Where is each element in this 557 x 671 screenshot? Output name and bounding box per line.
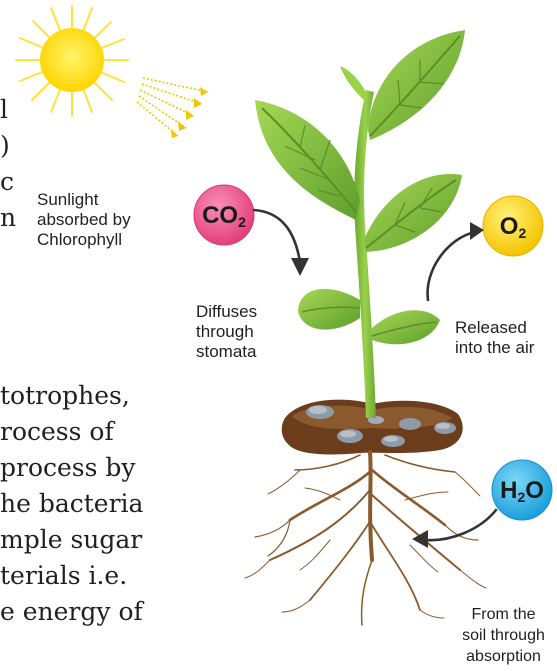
co2-molecule-circle bbox=[193, 184, 255, 246]
sunlight-line-1: Sunlight bbox=[37, 190, 99, 209]
bottom-text-fragment-1: totrophes, bbox=[0, 381, 130, 410]
co2-main-text: CO bbox=[202, 202, 239, 229]
co2-arrowhead bbox=[291, 258, 309, 276]
o2-main-text: O bbox=[499, 213, 519, 240]
sunlight-label: Sunlight absorbed by Chlorophyll bbox=[37, 190, 131, 250]
soil-line-3: absorption bbox=[466, 648, 541, 665]
o2-subscript: 2 bbox=[518, 225, 527, 241]
stomata-line-3: stomata bbox=[196, 342, 257, 361]
roots-icon bbox=[244, 450, 487, 626]
top-text-fragment-4: n bbox=[0, 203, 17, 232]
stomata-line-1: Diffuses bbox=[196, 302, 258, 321]
bottom-text-fragment-2: rocess of bbox=[0, 417, 114, 446]
released-line-1: Released bbox=[455, 318, 527, 337]
co2-subscript: 2 bbox=[238, 214, 246, 230]
bottom-text-fragment-7: e energy of bbox=[0, 597, 143, 626]
o2-arrow bbox=[426, 230, 477, 302]
sun-icon bbox=[15, 5, 129, 117]
released-line-2: into the air bbox=[455, 338, 535, 357]
h2o-arrow bbox=[422, 508, 498, 542]
h2o-molecule-circle bbox=[491, 459, 553, 521]
stones-icon bbox=[306, 405, 456, 447]
h2o-pre-text: H bbox=[500, 477, 518, 504]
plant-icon bbox=[255, 30, 465, 418]
stomata-line-2: through bbox=[196, 322, 254, 341]
top-text-fragment-2: ) bbox=[0, 131, 10, 160]
soil-line-1: From the bbox=[471, 606, 536, 623]
soil-label: From the soil through absorption bbox=[450, 604, 557, 667]
co2-arrow bbox=[252, 208, 302, 264]
bottom-text-fragment-5: mple sugar bbox=[0, 525, 143, 554]
o2-arrowhead bbox=[470, 222, 484, 240]
h2o-subscript: 2 bbox=[517, 489, 526, 505]
soil-line-2: soil through bbox=[462, 627, 545, 644]
bottom-text-fragment-3: process by bbox=[0, 453, 136, 482]
sunlight-line-2: absorbed by bbox=[37, 210, 131, 229]
top-text-fragment-1: l bbox=[0, 95, 8, 124]
h2o-post-text: O bbox=[525, 477, 544, 504]
released-label: Released into the air bbox=[455, 318, 534, 358]
sunlight-rays-icon bbox=[136, 77, 209, 138]
bottom-text-fragment-4: he bacteria bbox=[0, 489, 144, 518]
bottom-text-fragment-6: terials i.e. bbox=[0, 561, 128, 590]
stomata-label: Diffuses through stomata bbox=[196, 302, 257, 362]
o2-molecule-circle bbox=[482, 195, 544, 257]
sunlight-line-3: Chlorophyll bbox=[37, 230, 123, 249]
h2o-arrowhead bbox=[412, 530, 428, 548]
top-text-fragment-3: c bbox=[0, 167, 15, 196]
